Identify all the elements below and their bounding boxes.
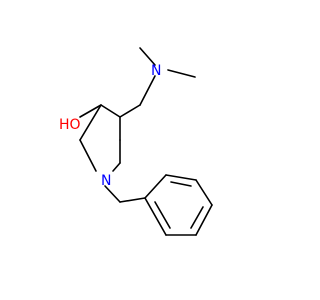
bond-ph-inner-a (170, 181, 192, 187)
bond-ch2-c4 (119, 104, 141, 118)
ring-nitrogen-label: N (101, 173, 111, 189)
amine-nitrogen-label: N (151, 63, 161, 79)
bond-c3-oh (79, 104, 102, 118)
molecule-structure: HO N N (59, 47, 213, 236)
bond-ph-4-5 (195, 204, 213, 236)
bond-c6-n1 (112, 162, 121, 172)
bond-c3-c2 (79, 104, 102, 141)
bond-ph-3-4 (195, 179, 213, 206)
bond-ph-2-3 (165, 174, 197, 181)
bond-n1-ch2 (104, 185, 121, 203)
bond-ch2-phenyl (119, 197, 146, 203)
bond-methyl-left (139, 47, 156, 66)
bond-ph-inner-b (190, 206, 204, 229)
bond-c2-n1 (79, 139, 97, 172)
bond-n-ch2 (139, 75, 156, 106)
bond-ph-inner-c (154, 201, 171, 229)
bond-ph-1-2 (144, 174, 167, 199)
bonds (79, 47, 213, 236)
bond-ph-6-1 (144, 197, 167, 236)
bond-methyl-right (167, 69, 196, 78)
atom-labels: HO N N (59, 63, 161, 189)
bond-c4-c3 (100, 104, 121, 118)
hydroxyl-label: HO (59, 117, 81, 133)
